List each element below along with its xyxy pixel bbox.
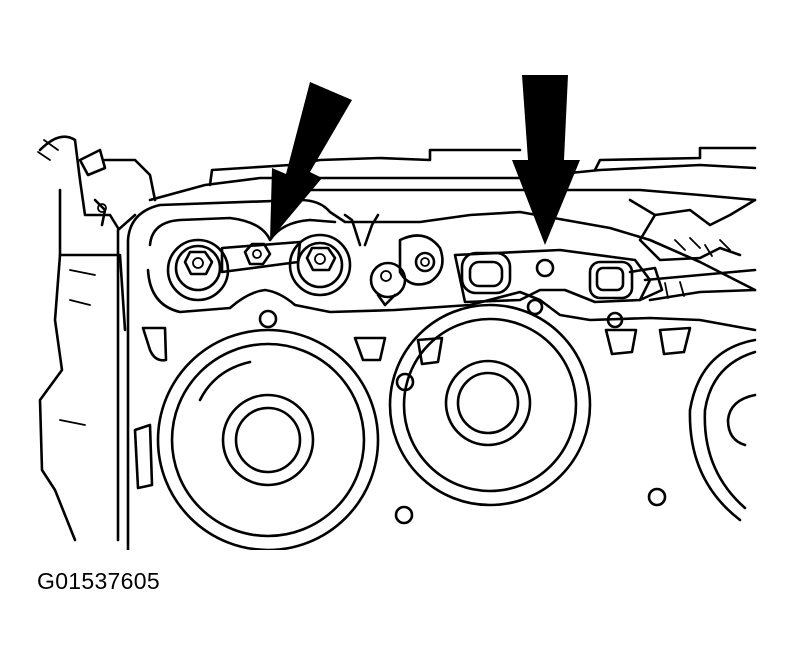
figure-caption: G01537605 xyxy=(37,568,160,594)
cylinder-bore-2 xyxy=(388,303,592,507)
engine-block-side xyxy=(37,135,157,542)
head-gasket xyxy=(126,198,757,552)
cylinder-bore-1 xyxy=(156,328,380,552)
cylinder-head-edge xyxy=(148,146,757,202)
pivot-bracket xyxy=(343,213,444,307)
right-arrow-icon xyxy=(512,75,580,245)
coolant-port-plate xyxy=(453,248,664,304)
head-bolt-middle xyxy=(288,233,352,297)
bolt-strap-plate xyxy=(220,240,302,274)
head-bolt-left xyxy=(166,238,230,302)
engine-gasket-diagram xyxy=(37,75,757,552)
cylinder-bore-3 xyxy=(688,338,757,522)
left-arrow-icon xyxy=(270,82,352,240)
gasket-holes xyxy=(133,298,692,525)
hose-connector xyxy=(628,198,757,302)
